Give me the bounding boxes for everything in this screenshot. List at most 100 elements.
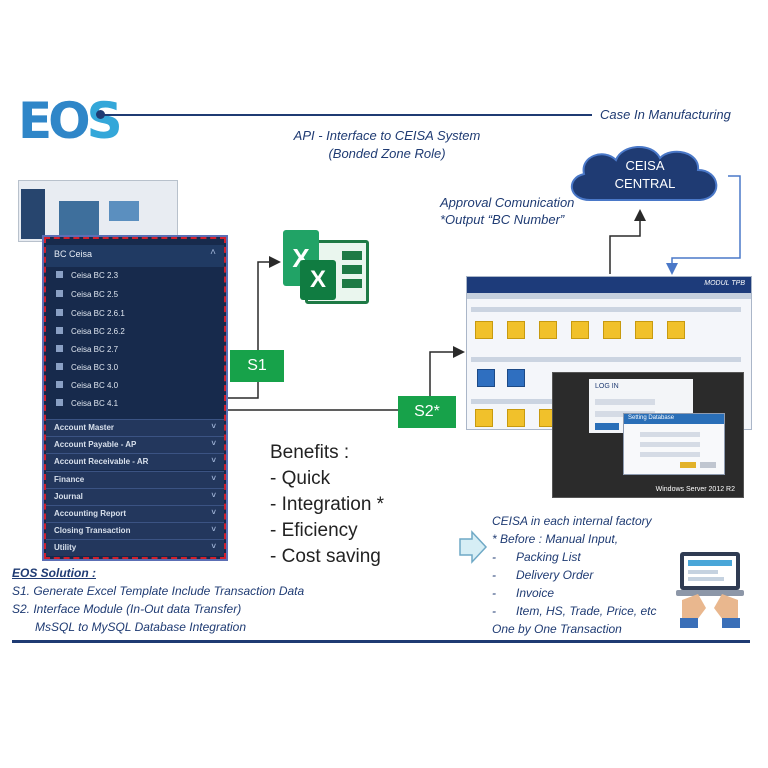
setting-database-dialog: Setting Database — [623, 413, 725, 475]
tpb-title-bar — [467, 277, 751, 293]
bullet-icon — [56, 363, 63, 370]
benefits-title: Benefits : — [270, 442, 350, 463]
menu-header — [46, 245, 224, 267]
tpb-doc-icon[interactable] — [507, 409, 525, 427]
tpb-doc-icon[interactable] — [507, 321, 525, 339]
login-label: LOG IN — [595, 383, 619, 390]
cloud-label-line2: CENTRAL — [614, 176, 676, 191]
logo-text-b: S — [86, 92, 123, 150]
menu-section[interactable]: Utility˅ — [46, 539, 224, 556]
menu-item-label: Ceisa BC 2.6.1 — [71, 309, 125, 318]
menu-section[interactable]: Journal˅ — [46, 488, 224, 505]
menu-section-label: Finance — [54, 475, 85, 484]
tpb-menu-bar — [467, 293, 751, 299]
cancel-button[interactable] — [700, 462, 716, 468]
eos-solution: EOS Solution : S1. Generate Excel Templa… — [12, 564, 304, 636]
tpb-doc-icon[interactable] — [475, 409, 493, 427]
tpb-doc-icon[interactable] — [635, 321, 653, 339]
menu-item[interactable]: Ceisa BC 2.6.2 — [56, 327, 125, 336]
cloud-label: CEISA CENTRAL — [585, 157, 705, 193]
cloud-label-line1: CEISA — [625, 158, 665, 173]
menu-item[interactable]: Ceisa BC 4.0 — [56, 381, 118, 390]
bottom-divider — [12, 640, 750, 643]
username-input[interactable] — [595, 399, 655, 405]
approval-line1: Approval Comunication — [440, 195, 575, 210]
benefits-list: Benefits : - Quick - Integration * - Efi… — [270, 440, 384, 570]
menu-item[interactable]: Ceisa BC 3.0 — [56, 363, 118, 372]
login-button[interactable] — [595, 423, 619, 430]
excel-grid-row — [342, 251, 362, 260]
ceisa-note-item-label: Delivery Order — [516, 568, 594, 582]
chevron-down-icon: ˅ — [211, 456, 216, 465]
api-caption-line2: (Bonded Zone Role) — [328, 146, 446, 161]
db-field[interactable] — [640, 432, 700, 437]
menu-item-label: Ceisa BC 3.0 — [71, 363, 119, 372]
ceisa-note-item: -Invoice — [492, 586, 555, 600]
benefit-item: - Cost saving — [270, 546, 381, 567]
menu-section[interactable]: Finance ˅ — [46, 471, 224, 488]
bullet-icon — [56, 381, 63, 388]
ceisa-note-item: -Item, HS, Trade, Price, etc — [492, 604, 657, 618]
save-button[interactable] — [680, 462, 696, 468]
menu-item[interactable]: Ceisa BC 4.1 — [56, 399, 118, 408]
bullet-icon — [56, 399, 63, 406]
ceisa-note-item: -Packing List — [492, 550, 581, 564]
tpb-doc-icon[interactable] — [475, 321, 493, 339]
eos-logo: EOS — [18, 92, 123, 150]
chevron-down-icon: ˅ — [211, 508, 216, 517]
menu-item-label: Ceisa BC 2.3 — [71, 271, 119, 280]
s2-tag: S2* — [398, 396, 456, 428]
ceisa-note-before: * Before : Manual Input, — [492, 532, 619, 546]
menu-title: BC Ceisa — [54, 249, 93, 259]
bullet-icon — [56, 327, 63, 334]
app-thumbnail — [18, 180, 178, 242]
laptop-user-icon — [676, 552, 744, 628]
menu-section-label: Account Receivable - AR — [54, 457, 149, 466]
menu-section[interactable]: Accounting Report˅ — [46, 505, 224, 522]
menu-item[interactable]: Ceisa BC 2.5 — [56, 290, 118, 299]
eos-solution-s2b: MsSQL to MySQL Database Integration — [35, 620, 247, 634]
db-field[interactable] — [640, 442, 700, 447]
tpb-doc-icon[interactable] — [477, 369, 495, 387]
menu-section-label: Account Payable - AP — [54, 440, 137, 449]
tpb-doc-icon[interactable] — [603, 321, 621, 339]
tpb-doc-icon[interactable] — [571, 321, 589, 339]
chevron-down-icon: ˅ — [211, 422, 216, 431]
eos-solution-s1: S1. Generate Excel Template Include Tran… — [12, 584, 305, 598]
arrow-right-icon — [459, 530, 488, 564]
menu-section[interactable]: Account Master˅ — [46, 419, 224, 436]
ceisa-note-title: CEISA in each internal factory — [492, 514, 652, 528]
menu-item[interactable]: Ceisa BC 2.3 — [56, 271, 118, 280]
tpb-doc-icon[interactable] — [507, 369, 525, 387]
menu-item-label: Ceisa BC 2.5 — [71, 290, 119, 299]
cloud-icon — [571, 145, 718, 201]
menu-section[interactable]: Closing Transaction˅ — [46, 522, 224, 539]
menu-section[interactable]: Account Receivable - AR ˅ — [46, 453, 224, 470]
benefit-item: - Eficiency — [270, 520, 358, 541]
menu-item-label: Ceisa BC 4.1 — [71, 399, 119, 408]
api-caption: API - Interface to CEISA System (Bonded … — [262, 127, 512, 163]
menu-item-label: Ceisa BC 2.7 — [71, 345, 119, 354]
menu-section[interactable]: Account Payable - AP˅ — [46, 436, 224, 453]
tpb-section-row — [471, 307, 741, 312]
excel-x-mark-2: X — [300, 260, 336, 300]
ceisa-note-item: -Delivery Order — [492, 568, 594, 582]
excel-grid-row — [342, 279, 362, 288]
eos-solution-title: EOS Solution : — [12, 566, 96, 580]
menu-section-label: Utility — [54, 543, 77, 552]
api-caption-line1: API - Interface to CEISA System — [293, 128, 481, 143]
menu-item[interactable]: Ceisa BC 2.6.1 — [56, 309, 125, 318]
tpb-doc-icon[interactable] — [667, 321, 685, 339]
chevron-down-icon: ˅ — [211, 474, 216, 483]
db-field[interactable] — [640, 452, 700, 457]
chevron-up-icon[interactable]: ˄ — [210, 247, 216, 258]
login-window: LOG IN Setting Database Windows Server 2… — [552, 372, 744, 498]
ceisa-note-item-label: Item, HS, Trade, Price, etc — [516, 604, 657, 618]
menu-item[interactable]: Ceisa BC 2.7 — [56, 345, 118, 354]
bullet-icon — [56, 345, 63, 352]
excel-grid-row — [342, 265, 362, 274]
benefit-item: - Integration * — [270, 494, 385, 515]
tpb-doc-icon[interactable] — [539, 321, 557, 339]
dialog-title-bar — [624, 414, 724, 424]
benefit-item: - Quick — [270, 468, 331, 489]
